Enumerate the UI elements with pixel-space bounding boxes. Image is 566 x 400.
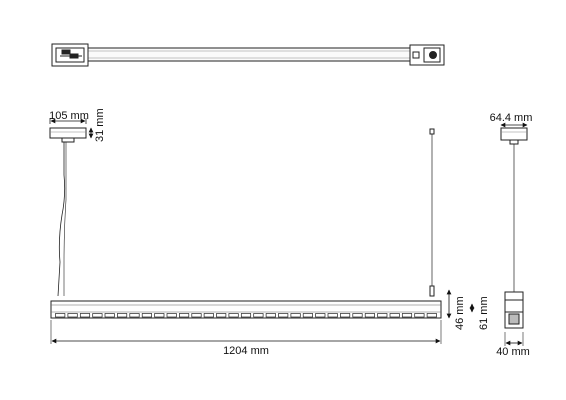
suspension-cable-left [63, 142, 67, 296]
led-cell [166, 313, 177, 318]
suspension-cable-right [429, 128, 435, 297]
led-cell [401, 313, 413, 318]
svg-text:61 mm: 61 mm [478, 296, 490, 330]
led-cell [216, 313, 227, 318]
front-view [49, 127, 442, 319]
svg-text:40 mm: 40 mm [496, 346, 530, 358]
led-cell [67, 313, 78, 318]
led-cell [129, 313, 140, 318]
led-cell [141, 313, 152, 318]
front-view-canopy [49, 127, 87, 143]
dim-luminaire-width: 40 mm [496, 332, 530, 358]
led-cell [154, 313, 165, 318]
led-cell [315, 313, 326, 318]
dim-canopy-depth: 64.4 mm [490, 112, 533, 128]
svg-text:31 mm: 31 mm [94, 108, 106, 142]
svg-text:46 mm: 46 mm [454, 296, 466, 330]
top-view [51, 43, 445, 67]
led-cell [278, 313, 289, 318]
led-cell [327, 313, 338, 318]
led-cell [265, 313, 276, 318]
svg-text:1204 mm: 1204 mm [223, 345, 269, 357]
led-cell [240, 313, 252, 318]
led-cell [389, 313, 400, 318]
front-view-luminaire [50, 300, 442, 319]
top-view-right-cap [409, 44, 445, 66]
dim-luminaire-length: 1204 mm [50, 320, 442, 357]
led-cell [340, 313, 351, 318]
side-view-canopy [500, 127, 528, 141]
led-cell [377, 313, 388, 318]
dim-luminaire-height: 46 mm [446, 289, 466, 330]
dim-canopy-height: 31 mm [88, 108, 106, 142]
led-cell [92, 313, 103, 318]
led-cell [364, 313, 375, 318]
led-cell [79, 313, 91, 318]
led-cell [104, 313, 115, 318]
side-view-luminaire [504, 291, 524, 329]
led-cell [55, 313, 66, 318]
led-cell [352, 313, 363, 318]
side-view [500, 127, 528, 329]
led-cell [302, 313, 313, 318]
led-cell [179, 313, 190, 318]
power-cord [57, 142, 66, 297]
led-cell [253, 313, 264, 318]
led-cells [55, 313, 437, 318]
led-cell [290, 313, 301, 318]
dim-canopy-width: 105 mm [49, 110, 89, 124]
led-cell [191, 313, 202, 318]
svg-text:105 mm: 105 mm [49, 110, 89, 122]
led-cell [117, 313, 128, 318]
led-cell [228, 313, 239, 318]
led-cell [414, 313, 425, 318]
svg-text:64.4 mm: 64.4 mm [490, 112, 533, 124]
dim-overall-height: 61 mm [469, 296, 490, 330]
top-view-left-cap [51, 43, 89, 67]
top-view-body [51, 47, 445, 62]
led-cell [203, 313, 214, 318]
led-cell [426, 313, 437, 318]
